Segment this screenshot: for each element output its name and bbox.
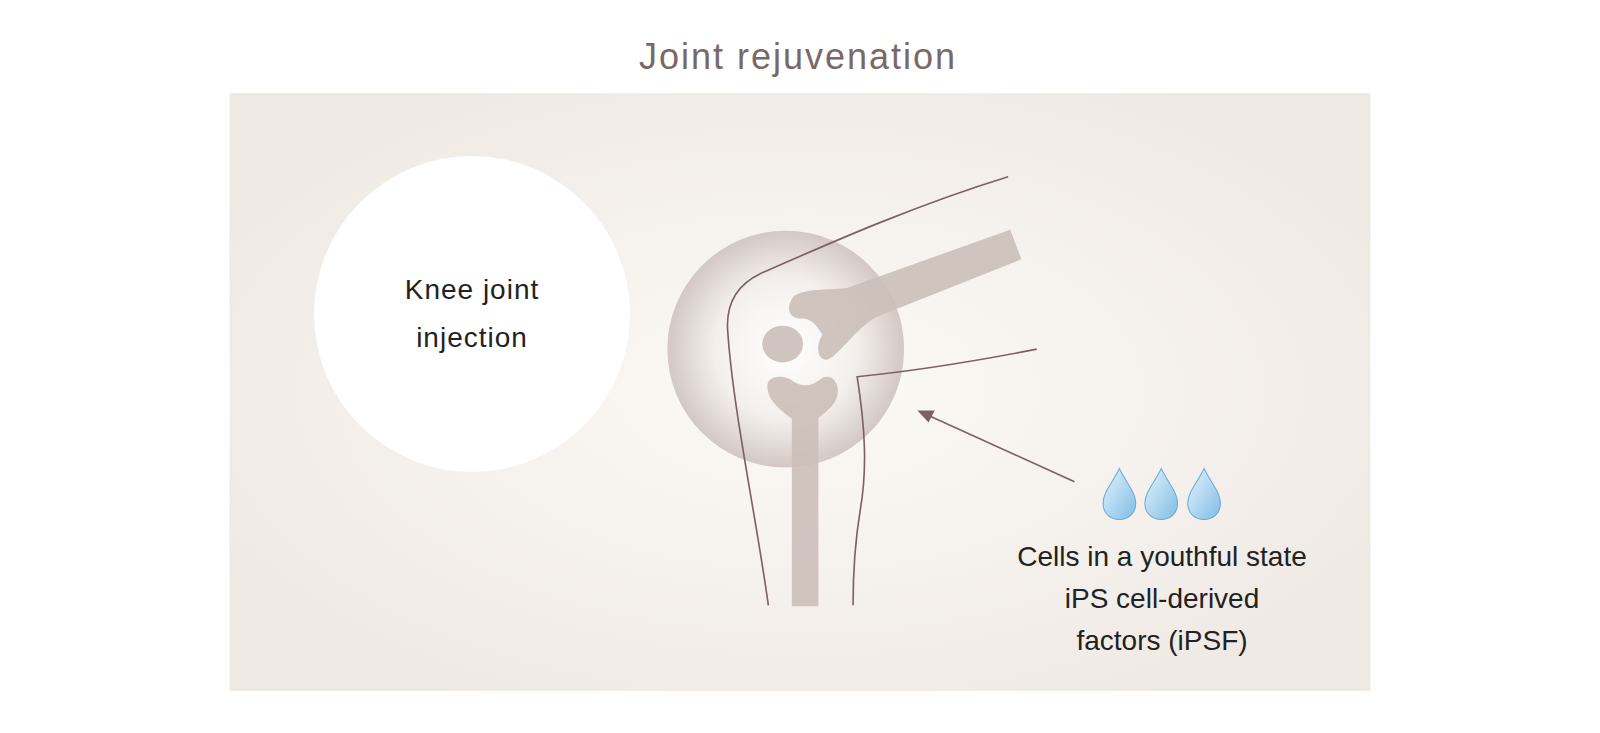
diagram-title: Joint rejuvenation [498, 36, 1098, 78]
background-panel [230, 93, 1371, 691]
leader-arrow [917, 410, 1074, 481]
droplets [1103, 469, 1220, 520]
bones [762, 230, 1021, 607]
callout-label: Cells in a youthful state [952, 536, 1372, 578]
node-text: Knee joint injection [357, 266, 587, 362]
injection-circle: Knee joint injection [314, 156, 630, 472]
joint-glow [667, 231, 904, 468]
leg-outline [727, 177, 1036, 606]
callout-label: iPS cell-derived factors (iPSF) [1027, 578, 1297, 662]
